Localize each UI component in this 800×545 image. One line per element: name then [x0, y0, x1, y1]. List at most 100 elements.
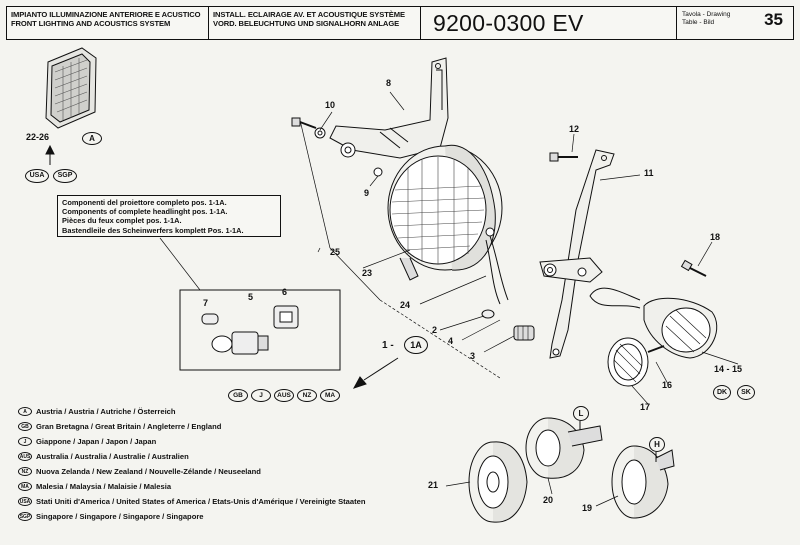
- note-line-de: Bastendleile des Scheinwerfers komplett …: [62, 225, 244, 235]
- part-label-11: 11: [644, 168, 654, 178]
- badge-sk: SK: [737, 385, 755, 400]
- part-label-23: 23: [362, 268, 373, 278]
- legend-badge: NZ: [18, 467, 32, 476]
- title-english: FRONT LIGHTING AND ACOUSTICS SYSTEM: [11, 19, 171, 28]
- badge-dk: DK: [713, 385, 731, 400]
- legend-badge: MA: [18, 482, 32, 491]
- badge-1a: 1A: [404, 336, 428, 354]
- headlight-bracket: [329, 57, 449, 159]
- legend-badge: AUS: [18, 452, 32, 461]
- legend-row: USA Stati Uniti d'America / United State…: [18, 496, 438, 508]
- country-badge-gb: GB: [228, 389, 248, 402]
- part-label-12: 12: [569, 124, 580, 134]
- turn-signal-bracket: [539, 149, 615, 359]
- part-label-16: 16: [662, 380, 673, 390]
- badge-sgp: SGP: [53, 169, 77, 183]
- part-label-24: 24: [400, 300, 411, 310]
- note-line-en: Components of complete headlinght pos. 1…: [62, 207, 228, 217]
- note-line-fr: Pièces du feux complet pos. 1-1A.: [62, 216, 182, 226]
- country-badge-ma: MA: [320, 389, 340, 402]
- part-label-18: 18: [710, 232, 721, 242]
- title-block: IMPIANTO ILLUMINAZIONE ANTERIORE E ACUST…: [6, 6, 794, 40]
- legend-badge: A: [18, 407, 32, 416]
- horn-20: [525, 417, 603, 479]
- legend-badge: SGP: [18, 512, 32, 521]
- table-label-2: Table - Bild: [682, 19, 715, 26]
- badge-h: H: [649, 437, 665, 452]
- socket-6: [273, 305, 299, 329]
- legend-text: Gran Bretagna / Great Britain / Angleter…: [36, 422, 222, 431]
- headlight-assembly: [387, 144, 509, 305]
- horn-21: [468, 441, 528, 523]
- bulb-7: [201, 313, 219, 325]
- note-line-it: Componenti del proiettore completo pos. …: [62, 198, 227, 207]
- part-label-20: 20: [543, 495, 554, 505]
- title-french: INSTALL. ECLAIRAGE AV. ET ACOUSTIQUE SYS…: [213, 10, 405, 19]
- part-label-5: 5: [248, 292, 254, 302]
- country-badge-aus: AUS: [274, 389, 294, 402]
- turn-signal-14-15: [589, 287, 718, 359]
- country-badge-j: J: [251, 389, 271, 402]
- badge-usa: USA: [25, 169, 49, 183]
- turn-signal-16-17: [607, 337, 665, 387]
- legend-row: SGP Singapore / Singapore / Singapore / …: [18, 511, 438, 523]
- part-label-1: 1 -: [382, 340, 394, 351]
- drawing-code: 9200-0300 EV: [433, 10, 584, 36]
- bulb-detail-group: [179, 289, 341, 371]
- part-label-19: 19: [582, 503, 593, 513]
- part-label-4: 4: [448, 336, 454, 346]
- reflector-part: [45, 47, 97, 129]
- badge-a-reflector: A: [82, 132, 102, 145]
- legend-badge: USA: [18, 497, 32, 506]
- headlight-components-note: Componenti del proiettore completo pos. …: [57, 195, 281, 237]
- part-label-17: 17: [640, 402, 651, 412]
- legend-row: A Austria / Austria / Autriche / Österre…: [18, 406, 438, 418]
- legend-text: Nuova Zelanda / New Zealand / Nouvelle-Z…: [36, 467, 261, 476]
- table-number-cell: Tavola - Drawing Table - Bild 35: [677, 7, 793, 39]
- part-label-25: 25: [330, 247, 341, 257]
- part-label-22-26: 22-26: [26, 132, 50, 142]
- part-label-21: 21: [428, 480, 439, 490]
- legend-text: Australia / Australia / Australie / Aust…: [36, 452, 189, 461]
- legend-text: Singapore / Singapore / Singapore / Sing…: [36, 512, 204, 521]
- legend-badge: GB: [18, 422, 32, 431]
- part-label-3: 3: [470, 351, 476, 361]
- table-label-1: Tavola - Drawing: [682, 11, 731, 18]
- bulb-holder-2: [481, 309, 495, 319]
- plug-3: [513, 325, 535, 341]
- legend-row: MA Malesia / Malaysia / Malaisie / Males…: [18, 481, 438, 493]
- title-french-german: INSTALL. ECLAIRAGE AV. ET ACOUSTIQUE SYS…: [209, 7, 421, 39]
- legend-text: Giappone / Japan / Japon / Japan: [36, 437, 157, 446]
- part-label-6: 6: [282, 287, 288, 297]
- washer-9: [373, 167, 383, 177]
- title-italian-english: IMPIANTO ILLUMINAZIONE ANTERIORE E ACUST…: [7, 7, 209, 39]
- page-number: 35: [764, 10, 783, 29]
- screw-10: [291, 117, 326, 139]
- part-label-14-15: 14 - 15: [714, 364, 743, 374]
- badge-l: L: [573, 406, 589, 421]
- title-italian: IMPIANTO ILLUMINAZIONE ANTERIORE E ACUST…: [11, 10, 201, 19]
- legend-text: Stati Uniti d'America / United States of…: [36, 497, 366, 506]
- country-badge-nz: NZ: [297, 389, 317, 402]
- legend-row: GB Gran Bretagna / Great Britain / Angle…: [18, 421, 438, 433]
- legend-row: AUS Australia / Australia / Australie / …: [18, 451, 438, 463]
- part-label-8: 8: [386, 78, 392, 88]
- legend-text: Austria / Austria / Autriche / Österreic…: [36, 407, 176, 416]
- screw-18: [680, 259, 707, 277]
- legend-row: J Giappone / Japan / Japon / Japan: [18, 436, 438, 448]
- screw-12: [549, 152, 578, 162]
- bulb-5: [211, 331, 269, 355]
- legend-badge: J: [18, 437, 32, 446]
- legend-row: NZ Nuova Zelanda / New Zealand / Nouvell…: [18, 466, 438, 478]
- part-label-7: 7: [203, 298, 209, 308]
- part-label-10: 10: [325, 100, 336, 110]
- legend-text: Malesia / Malaysia / Malaisie / Malesia: [36, 482, 172, 491]
- title-german: VORD. BELEUCHTUNG UND SIGNALHORN ANLAGE: [213, 19, 400, 28]
- part-label-9: 9: [364, 188, 370, 198]
- horn-19: [611, 445, 675, 519]
- leader-lines: [159, 91, 739, 507]
- drawing-code-cell: 9200-0300 EV: [421, 7, 677, 39]
- part-label-2: 2: [432, 325, 438, 335]
